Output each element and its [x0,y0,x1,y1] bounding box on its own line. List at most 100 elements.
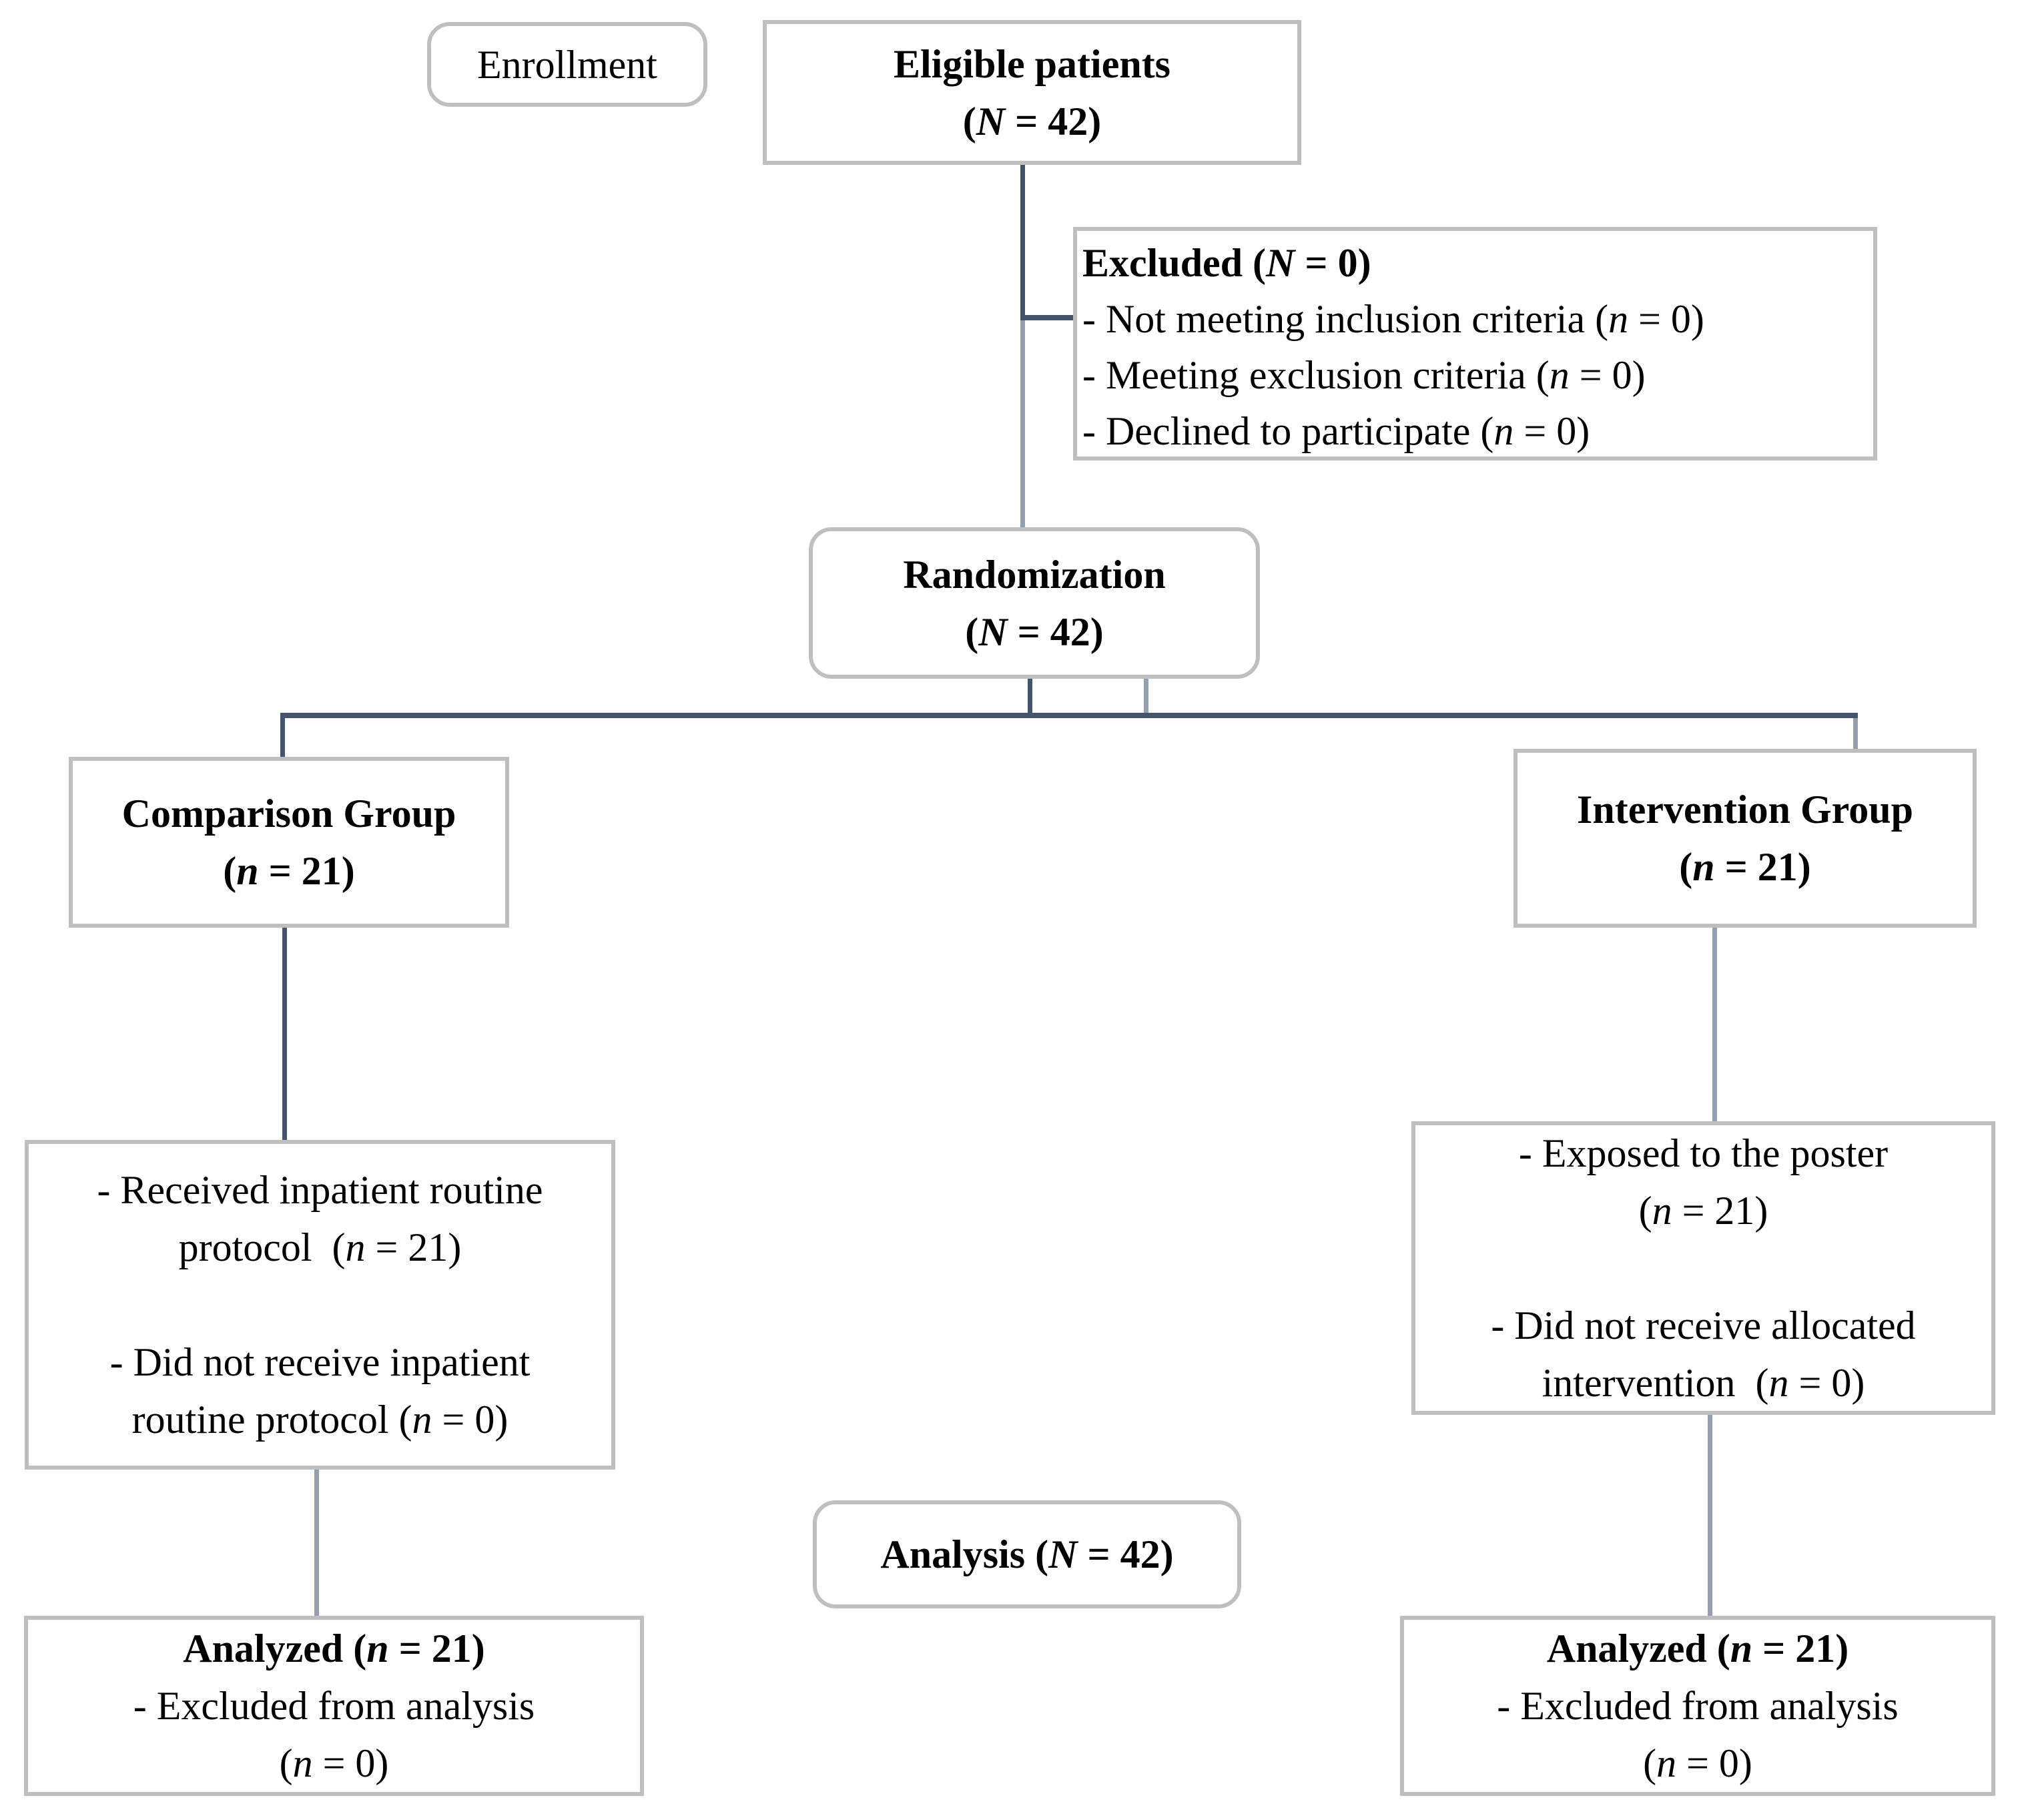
italic-symbol: n [1493,409,1514,453]
connector-comparison-to-detail-vertical [282,928,287,1140]
text-line: - Not meeting inclusion criteria (n = 0) [1082,291,1704,347]
text-segment: - Not meeting inclusion criteria ( [1082,297,1609,341]
connector-intervention-to-detail-vertical [1712,928,1717,1121]
text-segment: = 0) [1514,409,1590,453]
text-line: Analyzed (n = 21) [1547,1620,1849,1677]
text-segment: - Excluded from analysis [1497,1684,1899,1728]
connector-randomization-right-stub-vertical [1144,679,1148,715]
italic-symbol: n [1692,845,1715,889]
italic-symbol: N [978,609,1008,654]
text-line: (n = 0) [1643,1735,1752,1792]
text-segment: = 42) [1007,609,1104,654]
box-comparison-group: Comparison Group (n = 21) [69,757,509,928]
connector-comparison-detail-to-analyzed [314,1470,319,1616]
text-segment: ( [279,1741,293,1785]
text-line: Eligible patients [894,35,1170,93]
box-analyzed-comparison: Analyzed (n = 21)- Excluded from analysi… [24,1616,644,1796]
text-segment: = 0) [432,1398,509,1442]
connector-branch-to-comparison-vertical [280,715,285,757]
text-line: Intervention Group [1577,781,1913,838]
connector-eligible-to-stub-vertical [1020,165,1025,322]
text-segment: - Did not receive allocated [1491,1303,1916,1347]
text-segment: Intervention Group [1577,788,1913,832]
text-segment: ( [1643,1741,1657,1785]
text-segment: Enrollment [477,42,657,87]
connector-intervention-detail-to-analyzed [1708,1415,1712,1616]
text-line: - Excluded from analysis [1497,1677,1899,1735]
text-segment: - Meeting exclusion criteria ( [1082,353,1550,397]
text-segment: ( [962,99,976,143]
text-segment: Analyzed ( [1546,1626,1730,1671]
text-segment: = 42) [1077,1532,1174,1576]
box-enrollment-label: Enrollment [427,22,707,107]
text-segment: - Excluded from analysis [133,1684,535,1728]
italic-symbol: n [292,1741,313,1785]
text-segment: = 0) [1788,1361,1865,1405]
text-segment: routine protocol ( [131,1398,412,1442]
text-line: (n = 21) [1679,838,1811,896]
text-line: Excluded (N = 0) [1082,235,1371,291]
text-segment: ( [223,849,237,893]
connector-randomization-left-stub-vertical [1028,679,1032,715]
text-segment: = 0) [1628,297,1704,341]
text-segment: - Exposed to the poster [1518,1131,1889,1175]
text-line: - Meeting exclusion criteria (n = 0) [1082,347,1646,403]
italic-symbol: n [345,1225,366,1269]
text-segment: - Declined to participate ( [1082,409,1494,453]
text-line [315,1276,325,1333]
text-line: Randomization [903,546,1165,603]
text-line: routine protocol (n = 0) [132,1391,509,1448]
box-excluded: Excluded (N = 0)- Not meeting inclusion … [1073,227,1877,461]
box-intervention-group-detail: - Exposed to the poster (n = 21) - Did no… [1411,1121,1995,1415]
text-segment: - Received inpatient routine [97,1168,543,1212]
text-segment: Analysis ( [880,1532,1049,1576]
text-line: Analyzed (n = 21) [183,1620,485,1677]
italic-symbol: n [1768,1361,1789,1405]
italic-symbol: N [1266,241,1295,285]
italic-symbol: n [1608,297,1629,341]
text-line: (n = 21) [1639,1182,1768,1239]
box-randomization: Randomization (N = 42) [809,527,1260,679]
text-line: (N = 42) [963,93,1102,150]
text-segment: - Did not receive inpatient [109,1340,531,1384]
text-line: Comparison Group [122,785,456,842]
text-segment: Randomization [903,552,1166,597]
text-line: Enrollment [477,36,657,93]
text-line: intervention (n = 0) [1542,1354,1865,1412]
text-segment: Analyzed ( [183,1626,367,1671]
text-segment: ( [965,609,979,654]
text-segment: Eligible patients [893,41,1171,86]
text-line: - Did not receive inpatient [110,1333,531,1391]
text-line: (n = 0) [280,1735,389,1792]
text-segment: protocol ( [178,1225,346,1269]
connector-stub-to-randomization-vertical [1020,320,1025,527]
text-line: - Exposed to the poster [1519,1125,1888,1182]
text-line: - Received inpatient routine [97,1161,543,1219]
text-line: protocol (n = 21) [179,1219,462,1276]
text-segment: = 42) [1005,99,1102,143]
box-analyzed-intervention: Analyzed (n = 21) - Excluded from analysi… [1400,1616,1995,1796]
text-segment: Excluded ( [1082,241,1267,285]
text-segment: intervention ( [1542,1361,1769,1405]
text-line: - Excluded from analysis [133,1677,535,1735]
text-segment: = 21) [258,849,355,893]
box-comparison-group-detail: - Received inpatient routine protocol (n … [25,1140,615,1470]
text-segment: = 0) [1676,1741,1752,1785]
text-line: (n = 21) [223,842,355,900]
text-segment: = 21) [1672,1189,1768,1233]
italic-symbol: n [1730,1626,1753,1671]
text-segment: Comparison Group [121,792,456,836]
italic-symbol: N [1048,1532,1078,1576]
italic-symbol: n [412,1398,432,1442]
text-segment: = 0) [312,1741,389,1785]
connector-excluded-stub-horizontal [1020,315,1073,320]
text-segment: = 21) [365,1225,462,1269]
text-segment: = 0) [1569,353,1646,397]
text-segment: = 21) [1752,1626,1849,1671]
text-segment: = 21) [1714,845,1811,889]
text-segment: = 21) [388,1626,485,1671]
connector-branch-horizontal [280,713,1858,718]
text-line: Analysis (N = 42) [880,1526,1173,1583]
text-line [1698,1239,1708,1297]
